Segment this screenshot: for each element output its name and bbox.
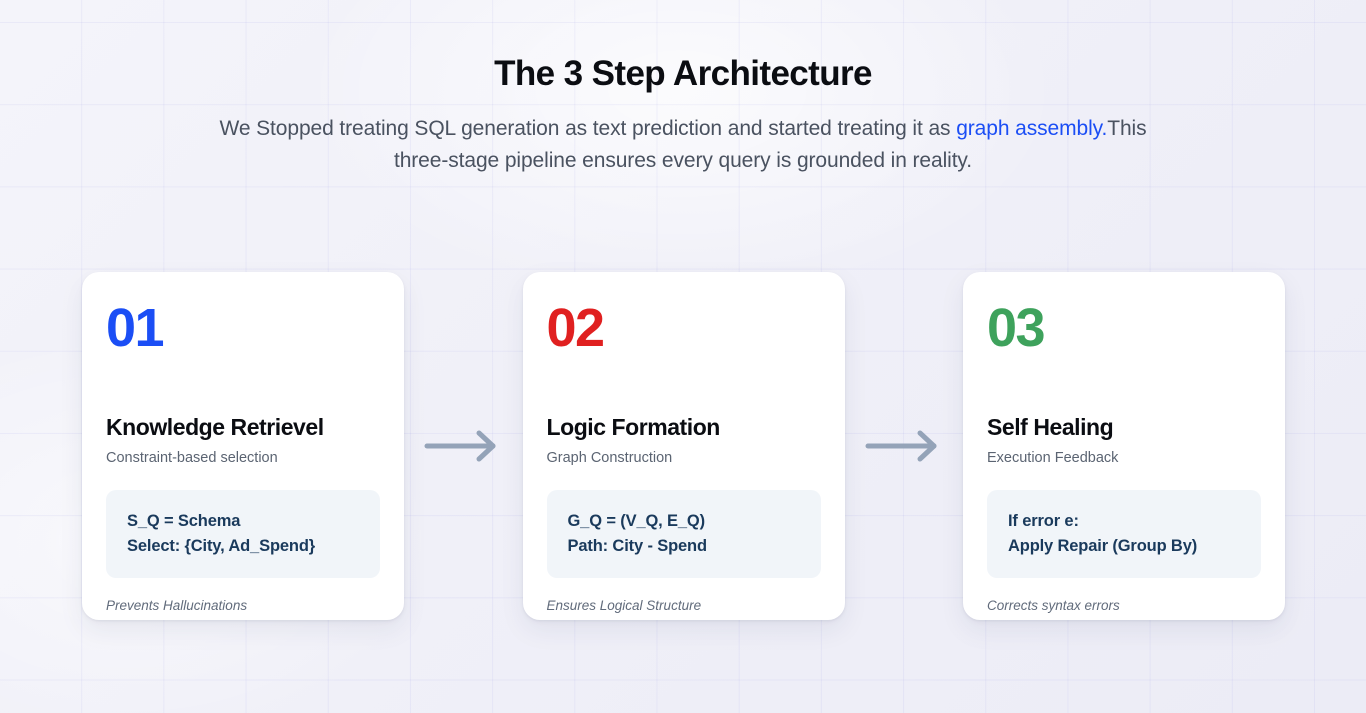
connector-arrow-1 (421, 424, 505, 468)
step-subtitle: Execution Feedback (987, 450, 1119, 466)
step-note: Corrects syntax errors (987, 598, 1120, 613)
code-line-1: G_Q = (V_Q, E_Q) (567, 512, 706, 530)
code-line-2: Path: City - Spend (567, 537, 708, 555)
step-card-03[interactable]: 03 Self Healing Execution Feedback If er… (963, 272, 1285, 620)
page-title: The 3 Step Architecture (494, 54, 872, 93)
code-line-2: Apply Repair (Group By) (1008, 537, 1198, 555)
code-line-2: Select: {City, Ad_Spend} (127, 537, 316, 555)
step-number: 01 (106, 298, 165, 358)
header: The 3 Step Architecture We Stopped treat… (0, 0, 1366, 177)
step-title: Logic Formation (546, 414, 721, 440)
connector-arrow-2 (862, 424, 946, 468)
step-code-block: If error e: Apply Repair (Group By) (987, 490, 1261, 578)
code-line-1: S_Q = Schema (127, 512, 241, 530)
page-subtitle: We Stopped treating SQL generation as te… (213, 113, 1153, 177)
step-subtitle: Graph Construction (546, 450, 673, 466)
subtitle-text-trailing: This three-stage pipeline ensures every … (393, 117, 1147, 172)
steps-row: 01 Knowledge Retrievel Constraint-based … (82, 272, 1285, 620)
step-title: Self Healing (987, 414, 1114, 440)
step-code-block: G_Q = (V_Q, E_Q) Path: City - Spend (546, 490, 821, 578)
step-card-02[interactable]: 02 Logic Formation Graph Construction G_… (522, 272, 845, 620)
arrow-right-icon (864, 426, 944, 466)
code-line-1: If error e: (1008, 512, 1079, 530)
step-code-block: S_Q = Schema Select: {City, Ad_Spend} (106, 490, 380, 578)
arrow-right-icon (423, 426, 503, 466)
subtitle-accent-link[interactable]: graph assembly. (956, 117, 1108, 140)
step-card-01[interactable]: 01 Knowledge Retrievel Constraint-based … (82, 272, 404, 620)
step-number: 02 (546, 298, 606, 358)
step-number: 03 (987, 298, 1046, 358)
step-note: Prevents Hallucinations (106, 598, 248, 613)
step-subtitle: Constraint-based selection (106, 450, 278, 466)
step-title: Knowledge Retrievel (106, 414, 324, 440)
step-note: Ensures Logical Structure (546, 598, 702, 613)
subtitle-text-leading: We Stopped treating SQL generation as te… (219, 117, 957, 140)
